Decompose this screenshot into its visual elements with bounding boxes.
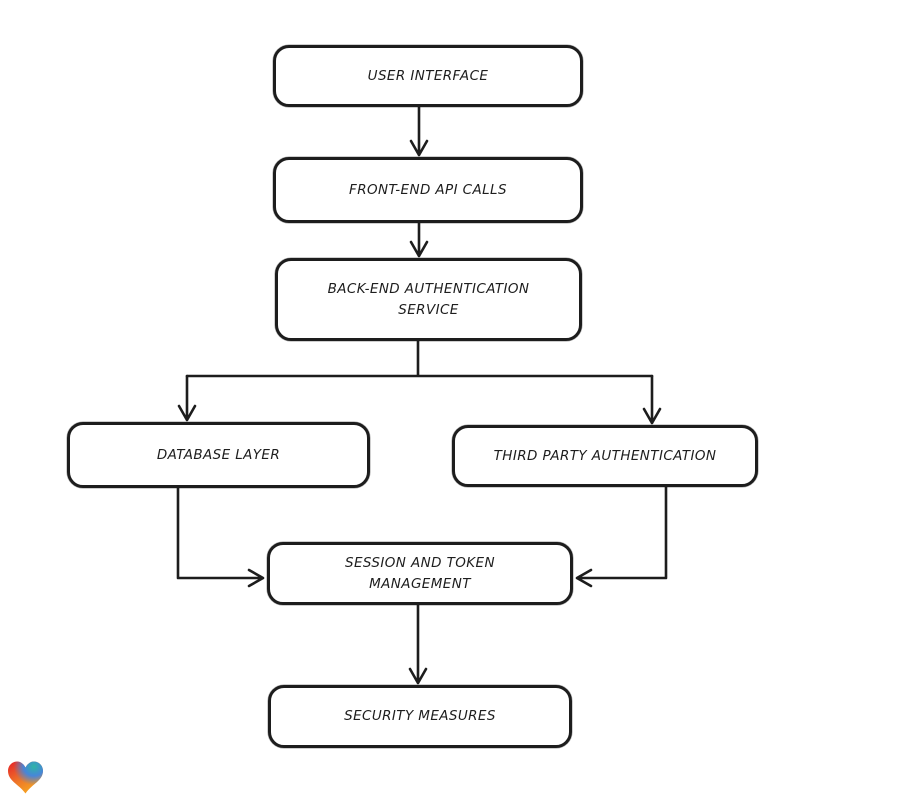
- edge-back-end-split-trunk: [185, 339, 654, 378]
- edge-session-management-to-security-measures: [408, 603, 428, 685]
- node-third-party-authentication: THIRD PARTY AUTHENTICATION: [452, 425, 758, 487]
- node-front-end-api-calls: FRONT-END API CALLS: [273, 157, 583, 223]
- node-label: SECURITY MEASURES: [344, 708, 496, 725]
- node-user-interface: USER INTERFACE: [273, 45, 583, 107]
- gradient-heart-logo[interactable]: [8, 761, 43, 794]
- node-session-and-token-management: SESSION AND TOKEN MANAGEMENT: [267, 542, 573, 605]
- node-database-layer: DATABASE LAYER: [67, 422, 370, 488]
- edge-front-end-api-calls-to-back-end-authentication-service: [409, 221, 429, 258]
- node-label: DATABASE LAYER: [156, 446, 281, 463]
- heart-icon: [8, 761, 43, 794]
- node-label: THIRD PARTY AUTHENTICATION: [493, 447, 717, 464]
- edge-back-end-to-third-party-authentication: [642, 374, 662, 425]
- node-label: SESSION AND TOKEN MANAGEMENT: [345, 555, 495, 592]
- edge-database-layer-to-session-management: [176, 486, 265, 588]
- node-security-measures: SECURITY MEASURES: [268, 685, 572, 748]
- node-label: BACK-END AUTHENTICATION SERVICE: [327, 281, 530, 318]
- edge-user-interface-to-front-end-api-calls: [409, 105, 429, 157]
- node-label: USER INTERFACE: [367, 67, 489, 84]
- edge-back-end-to-database-layer: [177, 374, 197, 422]
- edge-third-party-to-session-management: [575, 485, 668, 588]
- node-back-end-authentication-service: BACK-END AUTHENTICATION SERVICE: [275, 258, 582, 341]
- node-label: FRONT-END API CALLS: [349, 181, 507, 198]
